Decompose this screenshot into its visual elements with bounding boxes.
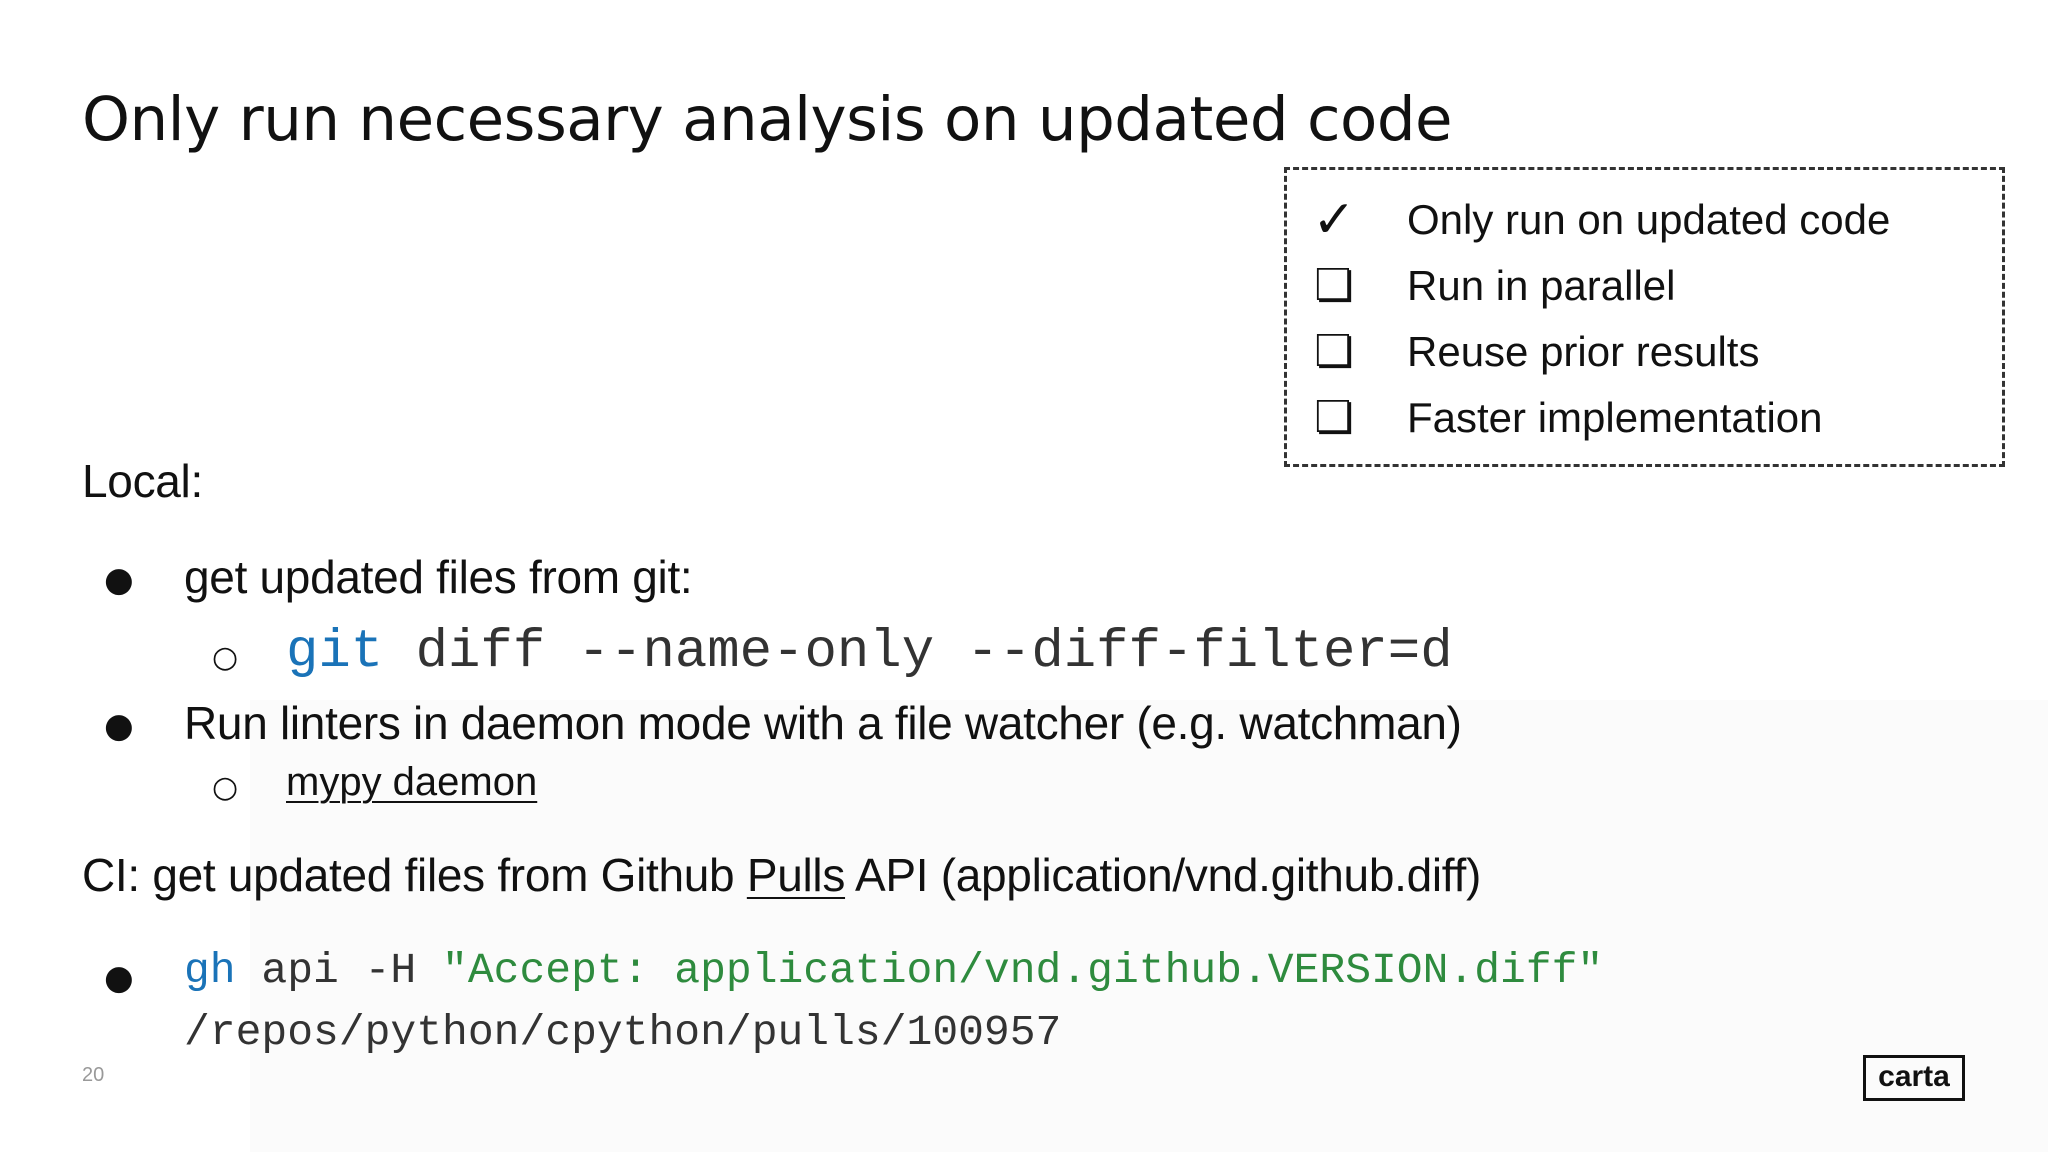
code-string: "Accept: application/vnd.github.VERSION.… — [442, 946, 1604, 995]
gh-api-path: /repos/python/cpython/pulls/100957 — [184, 1008, 1062, 1057]
local-bullet-text: Run linters in daemon mode with a file w… — [184, 697, 1462, 749]
local-heading: Local: — [82, 455, 203, 507]
checklist-label: Reuse prior results — [1407, 328, 1760, 375]
checkmark-icon: ✓ — [1312, 190, 1356, 250]
mypy-daemon-link[interactable]: mypy daemon — [286, 760, 538, 804]
checklist-label: Faster implementation — [1407, 394, 1823, 441]
code-keyword: gh — [184, 946, 236, 995]
pulls-link[interactable]: Pulls — [746, 849, 846, 901]
bullet-icon: ● — [104, 706, 134, 746]
page-number: 20 — [82, 1064, 105, 1086]
carta-logo: carta — [1863, 1055, 1965, 1101]
code-args: diff --name-only --diff-filter=d — [383, 622, 1453, 683]
git-diff-command: git diff --name-only --diff-filter=d — [286, 622, 1453, 683]
checkbox-icon: ❏ — [1314, 392, 1354, 443]
ci-line: CI: get updated files from Github Pulls … — [82, 848, 1481, 902]
checkbox-icon: ❏ — [1314, 326, 1354, 377]
local-bullet-text: get updated files from git: — [184, 551, 693, 603]
sub-bullet-icon: ○ — [212, 770, 239, 805]
bullet-icon: ● — [104, 958, 134, 998]
bullet-icon: ● — [104, 560, 134, 600]
progress-checklist: ✓ Only run on updated code ❏ Run in para… — [1284, 167, 2005, 467]
background-panel — [250, 700, 2048, 1152]
code-args: api -H — [235, 946, 443, 995]
slide-title: Only run necessary analysis on updated c… — [82, 84, 1453, 155]
gh-api-command: gh api -H "Accept: application/vnd.githu… — [184, 946, 1603, 995]
code-keyword: git — [286, 622, 384, 683]
sub-bullet-icon: ○ — [212, 640, 239, 675]
checklist-label: Only run on updated code — [1407, 196, 1891, 243]
checkbox-icon: ❏ — [1314, 260, 1354, 311]
checklist-label: Run in parallel — [1407, 262, 1676, 309]
ci-prefix: CI: get updated files from Github — [82, 849, 747, 901]
ci-suffix: API (application/vnd.github.diff) — [845, 849, 1481, 901]
